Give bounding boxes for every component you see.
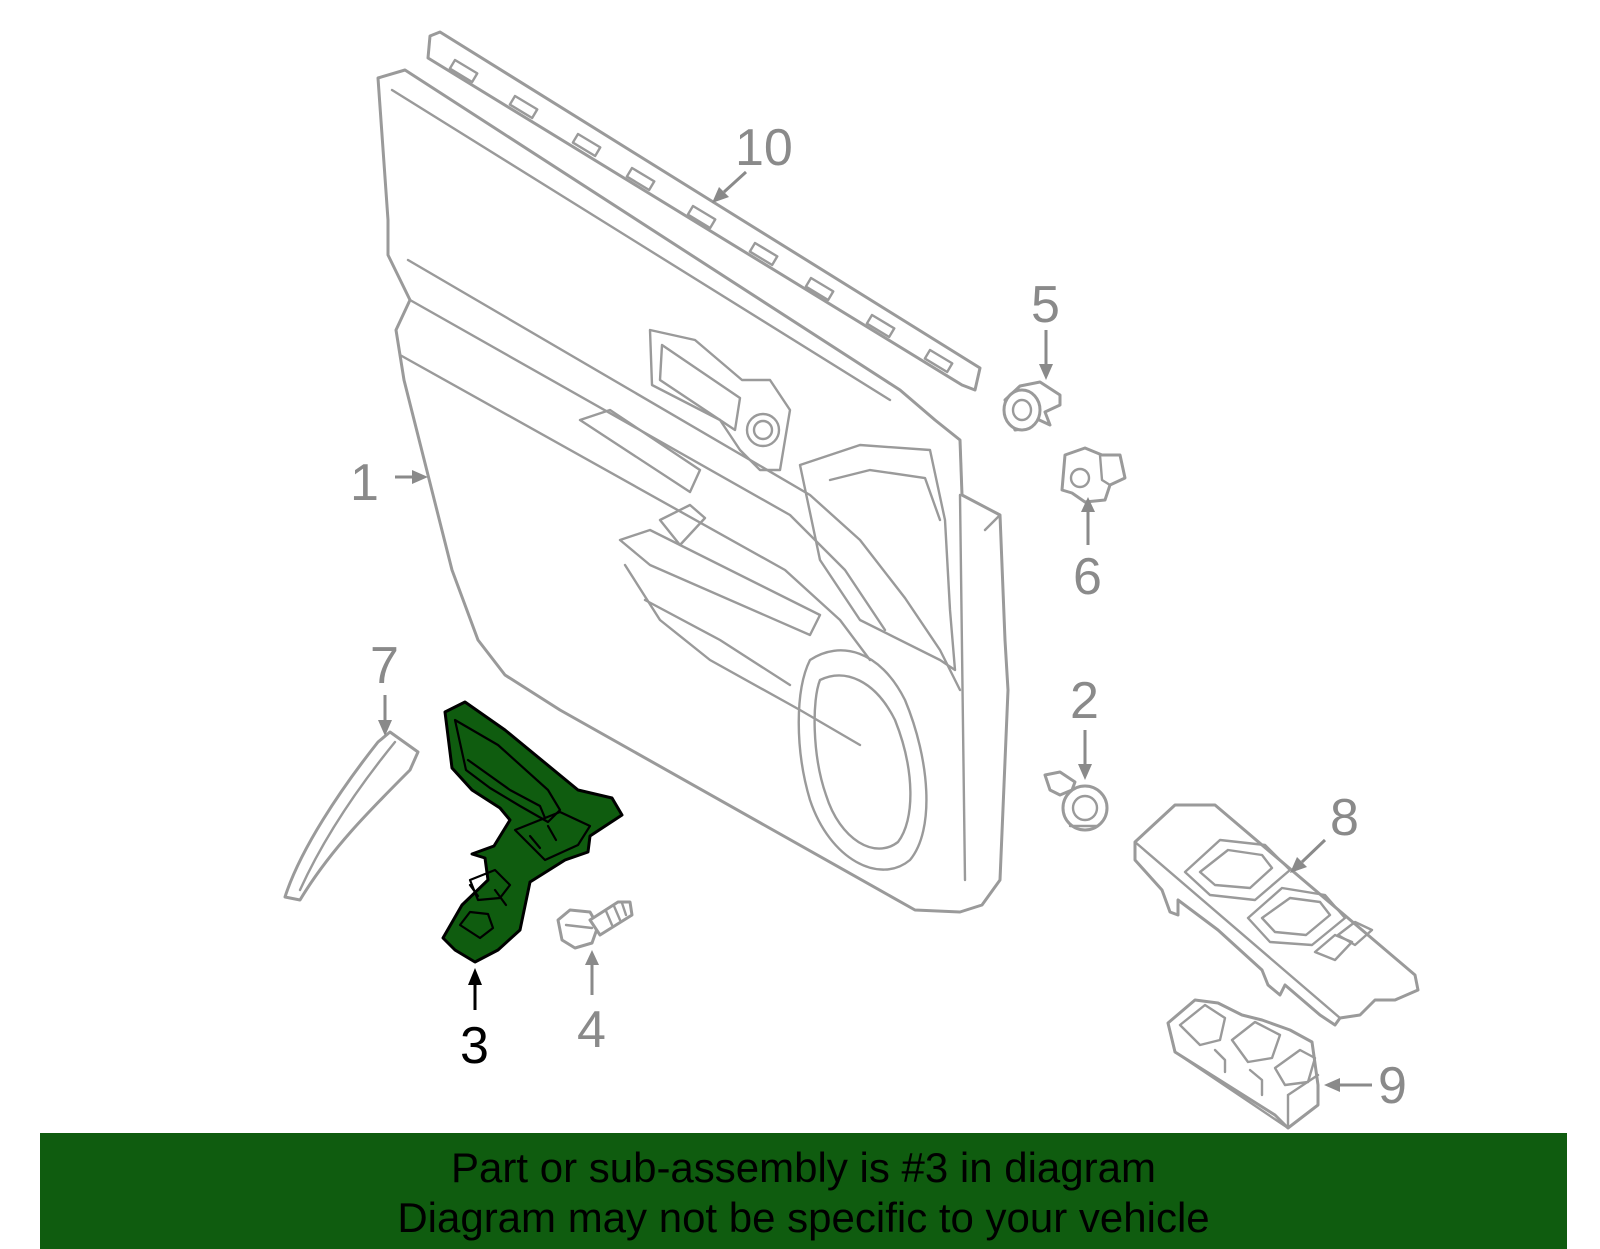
callout-4: 4 [577, 1001, 606, 1059]
callout-2: 2 [1070, 672, 1099, 730]
part-5-clip[interactable] [1002, 380, 1062, 432]
banner-line-1: Part or sub-assembly is #3 in diagram [451, 1144, 1156, 1191]
part-7-trim-strip[interactable] [283, 730, 420, 902]
callout-10: 10 [735, 119, 793, 177]
info-banner: Part or sub-assembly is #3 in diagram Di… [40, 1133, 1567, 1249]
callout-3: 3 [460, 1017, 489, 1075]
part-8-switch-bezel[interactable] [1133, 803, 1420, 1027]
leader-arrows [378, 170, 1372, 1092]
part-3-inner-handle-bezel[interactable] [441, 700, 624, 964]
callout-1: 1 [350, 454, 379, 512]
callout-5: 5 [1031, 276, 1060, 334]
part-9-window-switch[interactable] [1166, 998, 1320, 1130]
callout-8: 8 [1330, 789, 1359, 847]
part-10-belt-moulding[interactable] [426, 30, 982, 392]
callout-9: 9 [1378, 1057, 1407, 1115]
banner-line-2: Diagram may not be specific to your vehi… [397, 1194, 1210, 1241]
callout-7: 7 [370, 637, 399, 695]
leader-arrow-3 [468, 968, 482, 1010]
part-4-bolt[interactable] [556, 900, 634, 950]
part-6-bracket[interactable] [1060, 446, 1127, 504]
part-1-door-trim-panel[interactable] [376, 68, 1010, 914]
part-2-push-pin[interactable] [1043, 770, 1109, 832]
callout-6: 6 [1073, 548, 1102, 606]
